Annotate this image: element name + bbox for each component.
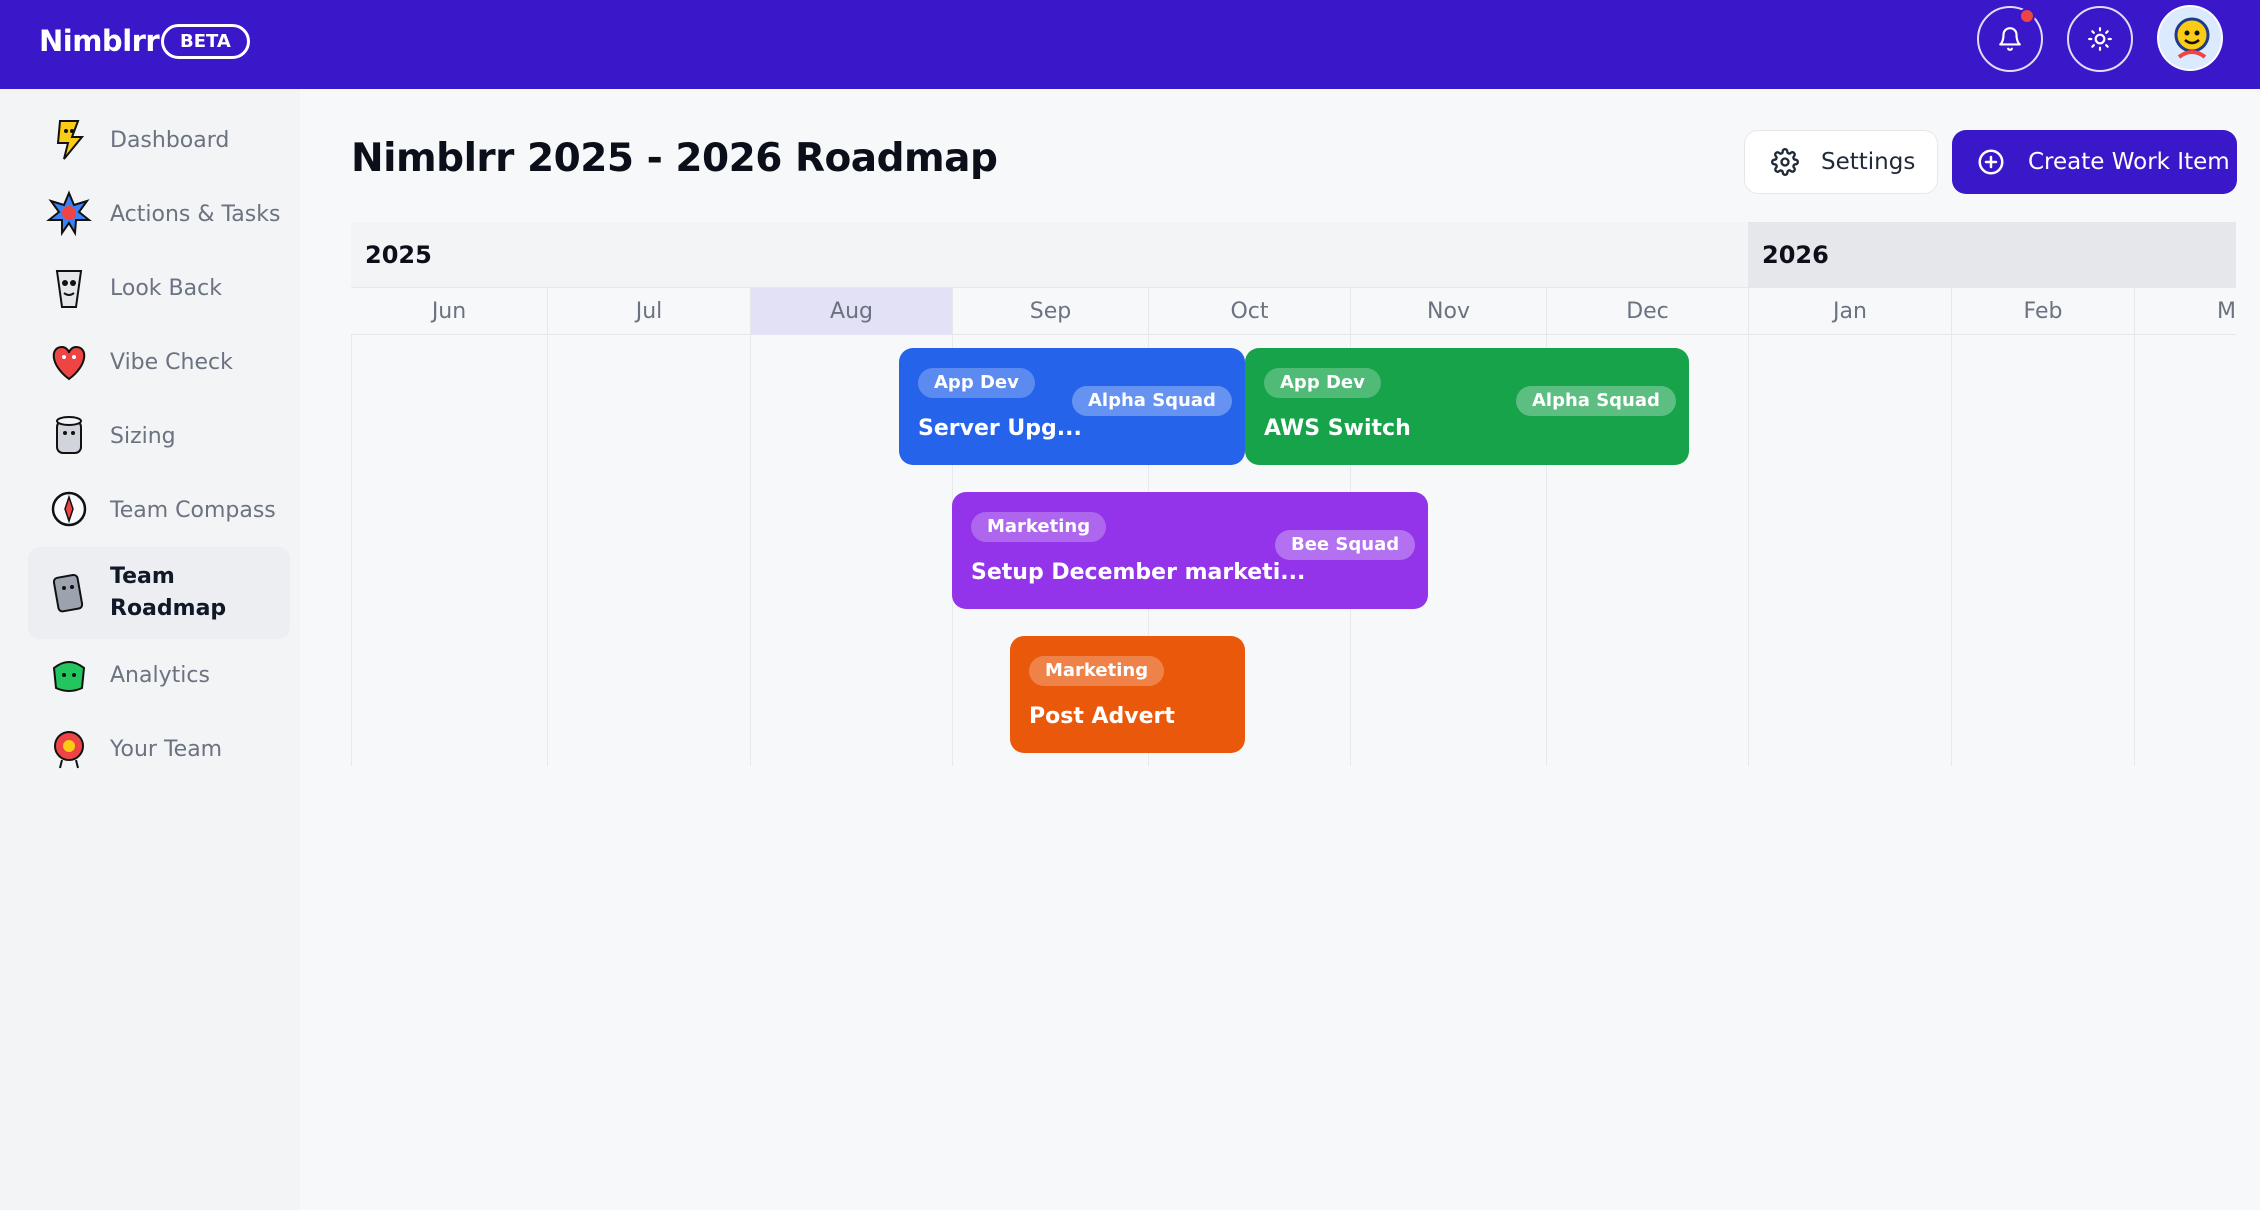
create-work-item-button[interactable]: Create Work Item bbox=[1952, 130, 2237, 194]
top-bar: Nimblrr BETA bbox=[0, 0, 2260, 89]
actions-mascot-icon bbox=[46, 190, 92, 237]
page-title: Nimblrr 2025 - 2026 Roadmap bbox=[351, 136, 998, 181]
roadmap-timeline: 2025 2026 Jun Jul Aug Sep Oct Nov Dec Ja… bbox=[351, 222, 2236, 766]
sidebar-item-label: Your Team bbox=[110, 736, 223, 762]
month-header-current: Aug bbox=[750, 288, 952, 335]
sidebar-item-label: Analytics bbox=[110, 662, 210, 688]
category-tag: Marketing bbox=[1029, 656, 1165, 686]
sidebar-item-label: Vibe Check bbox=[110, 349, 233, 375]
month-header: Nov bbox=[1350, 288, 1546, 335]
notification-dot bbox=[2019, 8, 2035, 24]
team-tag: Bee Squad bbox=[1275, 530, 1416, 560]
grid-line bbox=[1951, 335, 1952, 766]
settings-button[interactable]: Settings bbox=[1744, 130, 1938, 194]
settings-button-label: Settings bbox=[1821, 149, 1916, 175]
grid-line bbox=[1546, 335, 1547, 766]
gear-icon bbox=[1771, 148, 1799, 176]
sun-icon bbox=[2088, 27, 2112, 51]
month-header: Jun bbox=[431, 299, 467, 324]
notifications-button[interactable] bbox=[1977, 6, 2043, 72]
month-header: Sep bbox=[952, 288, 1148, 335]
sidebar-item-team-compass[interactable]: Team Compass bbox=[28, 473, 290, 547]
work-item-title: Setup December marketi... bbox=[971, 560, 1306, 585]
sidebar-item-label: Look Back bbox=[110, 275, 222, 301]
sidebar-item-your-team[interactable]: Your Team bbox=[28, 712, 290, 786]
category-tag: App Dev bbox=[918, 368, 1035, 398]
month-header: Feb bbox=[1951, 288, 2134, 335]
sidebar-item-label: Team Compass bbox=[110, 497, 276, 523]
month-header: Oct bbox=[1148, 288, 1350, 335]
year-header: 2026 bbox=[1748, 222, 2236, 288]
team-tag: Alpha Squad bbox=[1516, 386, 1676, 416]
work-item-bar[interactable]: App Dev AWS Switch Alpha Squad bbox=[1245, 348, 1689, 465]
roadmap-mascot-icon bbox=[52, 573, 84, 613]
grid-line bbox=[750, 335, 751, 766]
look-back-mascot-icon bbox=[55, 270, 83, 308]
user-avatar-icon bbox=[2159, 7, 2221, 69]
grid-line bbox=[1748, 335, 1749, 766]
work-item-title: AWS Switch bbox=[1264, 416, 1411, 441]
sidebar-item-label: Sizing bbox=[110, 423, 176, 449]
month-header: Jul bbox=[547, 288, 750, 335]
brand-logo[interactable]: Nimblrr bbox=[39, 24, 160, 58]
avatar[interactable] bbox=[2157, 5, 2223, 71]
work-item-bar[interactable]: Marketing Setup December marketi... Bee … bbox=[952, 492, 1428, 609]
team-mascot-icon bbox=[54, 731, 84, 769]
sizing-mascot-icon bbox=[56, 416, 82, 454]
grid-line bbox=[2134, 335, 2135, 766]
create-work-item-label: Create Work Item bbox=[2028, 149, 2230, 175]
year-header: 2025 bbox=[365, 241, 432, 269]
year-row: 2025 2026 bbox=[351, 222, 2236, 288]
sidebar-item-actions-tasks[interactable]: Actions & Tasks bbox=[28, 177, 290, 251]
sidebar-item-sizing[interactable]: Sizing bbox=[28, 399, 290, 473]
beta-badge: BETA bbox=[161, 24, 250, 59]
sidebar-item-look-back[interactable]: Look Back bbox=[28, 251, 290, 325]
grid-line bbox=[547, 335, 548, 766]
month-header: Jan bbox=[1748, 288, 1951, 335]
plus-circle-icon bbox=[1978, 149, 2004, 175]
month-row: Jun Jul Aug Sep Oct Nov Dec Jan Feb Ma bbox=[351, 288, 2236, 335]
bell-icon bbox=[1999, 27, 2021, 51]
sidebar-item-dashboard[interactable]: Dashboard bbox=[28, 103, 290, 177]
sidebar-item-label: Dashboard bbox=[110, 127, 230, 153]
sidebar-item-vibe-check[interactable]: Vibe Check bbox=[28, 325, 290, 399]
work-item-bar[interactable]: App Dev Server Upg... Alpha Squad bbox=[899, 348, 1245, 465]
theme-toggle-button[interactable] bbox=[2067, 6, 2133, 72]
sidebar-item-label: Actions & Tasks bbox=[110, 201, 281, 227]
grid-line bbox=[351, 335, 352, 766]
team-tag: Alpha Squad bbox=[1072, 386, 1232, 416]
category-tag: App Dev bbox=[1264, 368, 1381, 398]
month-header: Dec bbox=[1546, 288, 1748, 335]
analytics-mascot-icon bbox=[52, 661, 86, 692]
dashboard-mascot-icon bbox=[56, 120, 85, 160]
work-item-title: Server Upg... bbox=[918, 416, 1082, 441]
heart-mascot-icon bbox=[52, 345, 86, 381]
category-tag: Marketing bbox=[971, 512, 1107, 542]
compass-mascot-icon bbox=[51, 491, 87, 527]
sidebar-item-analytics[interactable]: Analytics bbox=[28, 638, 290, 712]
work-item-bar[interactable]: Marketing Post Advert bbox=[1010, 636, 1245, 753]
month-header: Ma bbox=[2134, 288, 2236, 335]
sidebar: Dashboard Actions & Tasks Look Back Vibe… bbox=[0, 89, 300, 1210]
work-item-title: Post Advert bbox=[1029, 704, 1175, 729]
